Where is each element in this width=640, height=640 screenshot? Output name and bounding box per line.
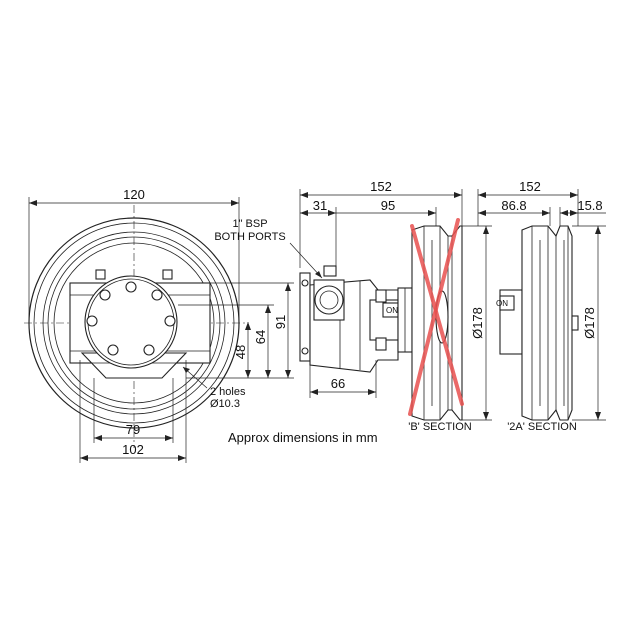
side-view: ON bbox=[289, 242, 413, 373]
dim-152: 152 bbox=[370, 179, 392, 194]
dim-86-8: 86.8 bbox=[501, 198, 526, 213]
approx-dimensions-note: Approx dimensions in mm bbox=[228, 430, 378, 445]
b-section-pulley bbox=[408, 218, 464, 421]
dim-48: 48 bbox=[233, 345, 248, 359]
dim-120: 120 bbox=[123, 187, 145, 202]
dim-95: 95 bbox=[381, 198, 395, 213]
front-dimensions: 120 79 102 48 64 91 2 holes Ø10 bbox=[28, 187, 294, 463]
2a-section-pulley: ON bbox=[496, 225, 579, 421]
dim-31: 31 bbox=[313, 198, 327, 213]
dim-152-2a: 152 bbox=[519, 179, 541, 194]
ports-label-2: BOTH PORTS bbox=[214, 231, 285, 243]
dim-64: 64 bbox=[253, 330, 268, 344]
front-view bbox=[24, 205, 246, 448]
dim-dia-178-b: Ø178 bbox=[470, 307, 485, 339]
on-label-2a: ON bbox=[496, 299, 508, 308]
holes-label-2: Ø10.3 bbox=[210, 398, 240, 410]
section-b-label: 'B' SECTION bbox=[408, 421, 472, 433]
holes-label-1: 2 holes bbox=[210, 386, 246, 398]
b-section-cross bbox=[410, 224, 464, 406]
dim-79: 79 bbox=[126, 422, 140, 437]
dim-15-8: 15.8 bbox=[577, 198, 602, 213]
dim-91: 91 bbox=[273, 315, 288, 329]
2a-dimensions: 152 86.8 15.8 Ø178 '2A' SECTION bbox=[477, 179, 606, 433]
on-label-b: ON bbox=[386, 306, 398, 315]
side-dimensions: 152 31 95 66 Ø178 1" BSP BOTH PORTS 'B' … bbox=[214, 179, 492, 433]
dim-102: 102 bbox=[122, 442, 144, 457]
dim-66: 66 bbox=[331, 376, 345, 391]
ports-label-1: 1" BSP bbox=[232, 218, 267, 230]
dim-dia-178-2a: Ø178 bbox=[582, 307, 597, 339]
section-2a-label: '2A' SECTION bbox=[507, 421, 577, 433]
